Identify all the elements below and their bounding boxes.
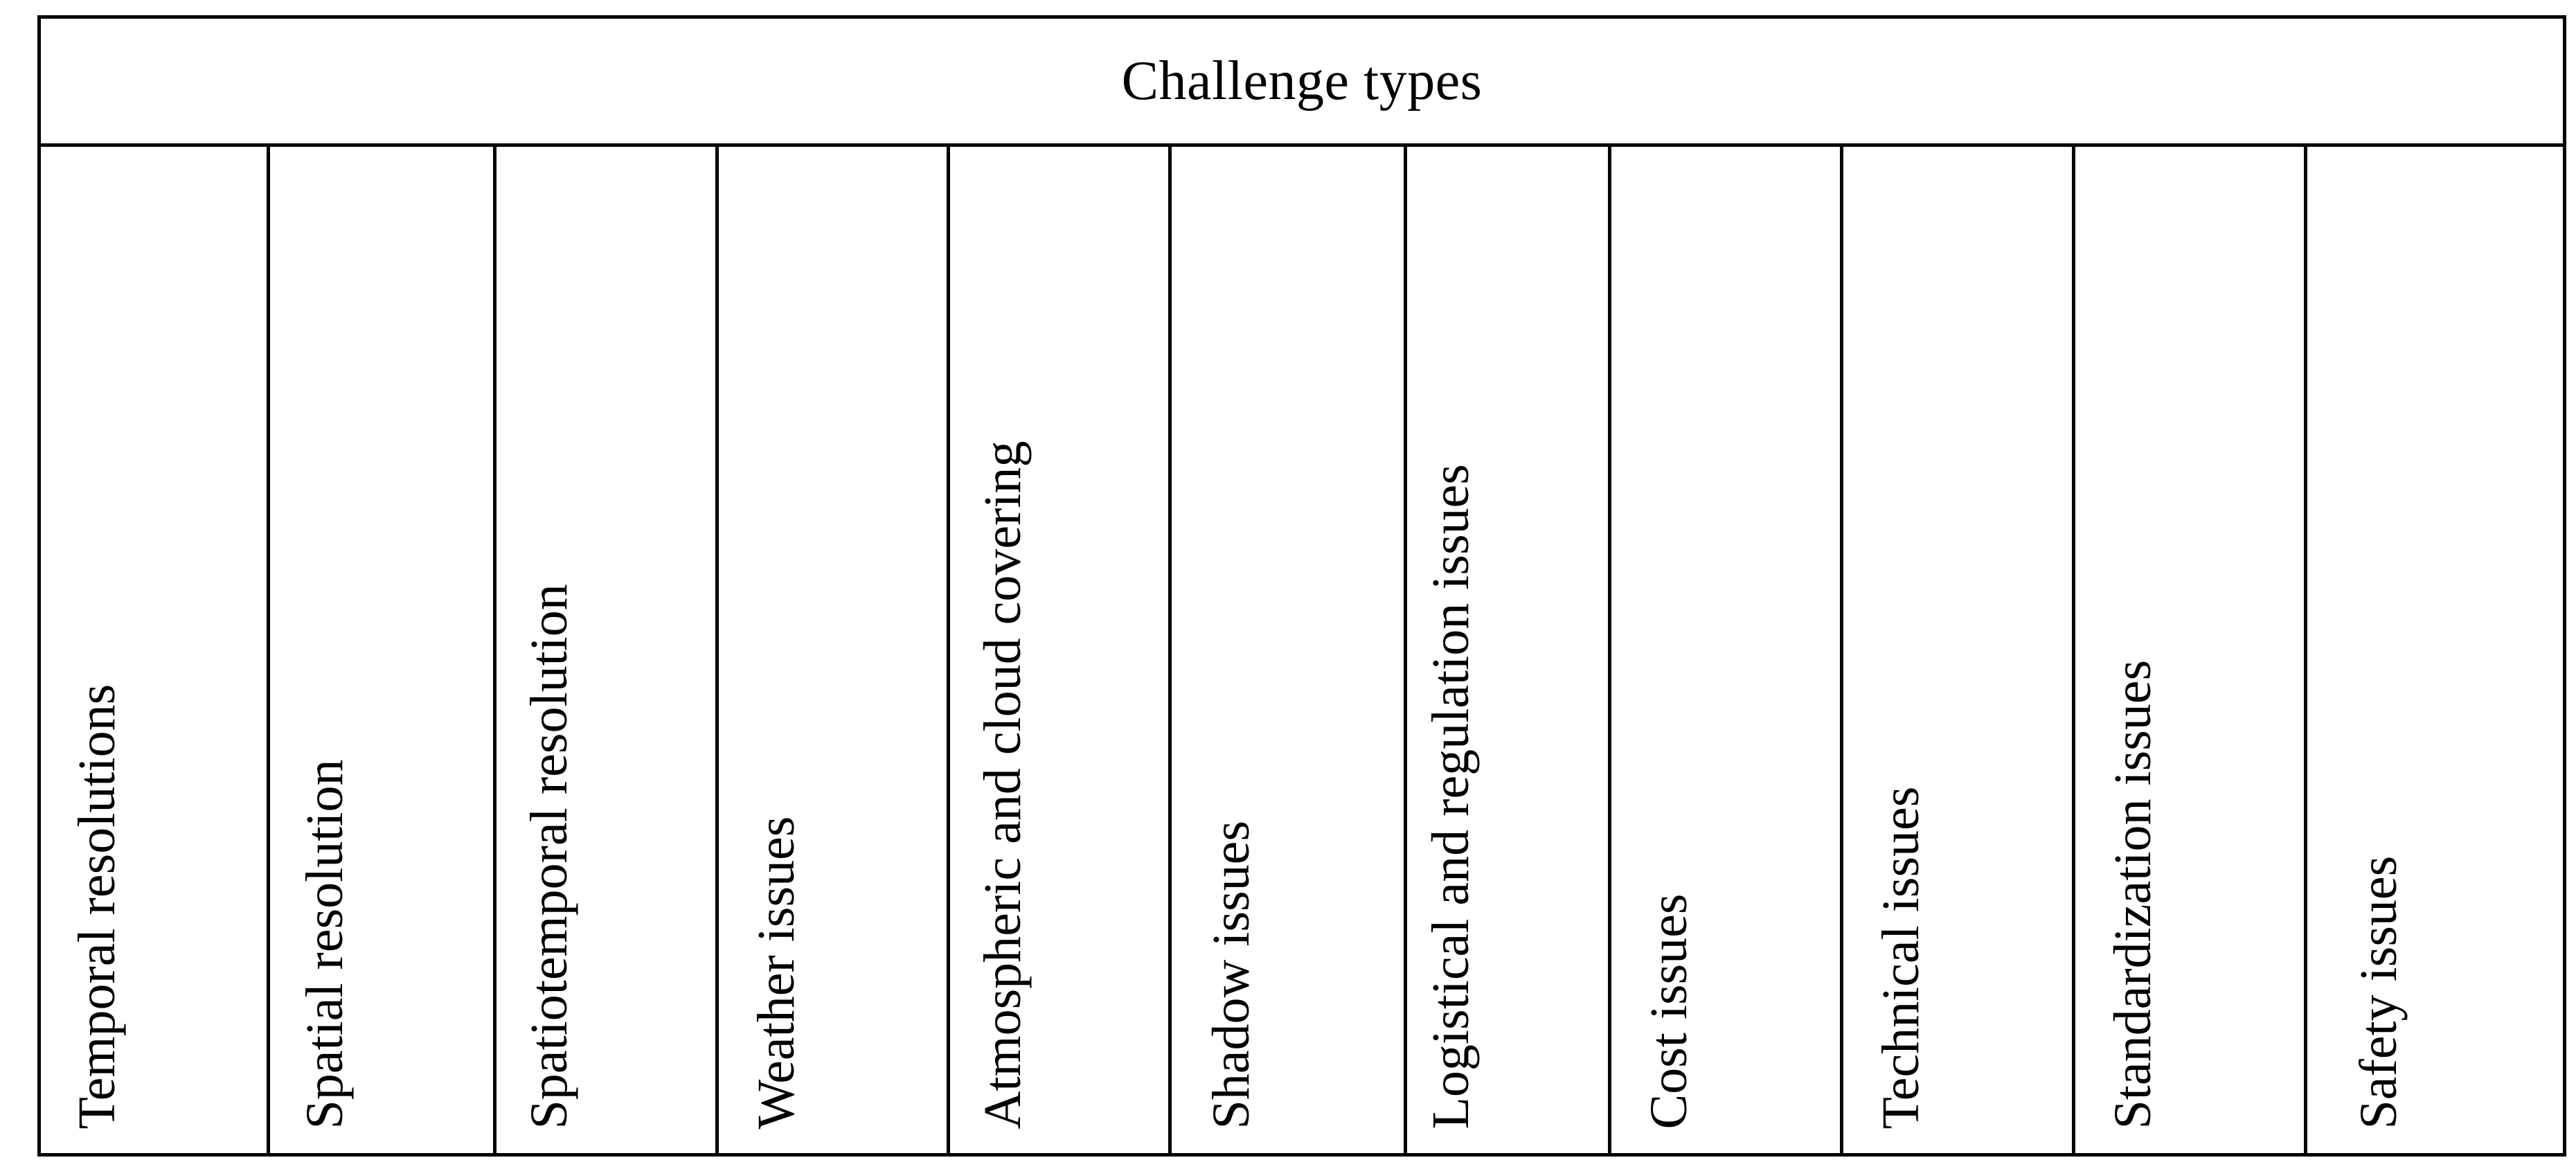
column-label-spatial-resolution: Spatial resolution xyxy=(295,759,354,1130)
vertical-label-box: Shadow issues xyxy=(1172,147,1404,1153)
table-column-temporal-resolutions: Temporal resolutions xyxy=(41,147,267,1153)
vertical-label-box: Technical issues xyxy=(1843,147,2072,1153)
table-column-safety-issues: Safety issues xyxy=(2304,147,2563,1153)
vertical-label-box: Weather issues xyxy=(719,147,947,1153)
table-column-technical-issues: Technical issues xyxy=(1840,147,2072,1153)
table-column-standardization-issues: Standardization issues xyxy=(2072,147,2304,1153)
column-label-cost-issues: Cost issues xyxy=(1639,894,1698,1130)
vertical-label-box: Temporal resolutions xyxy=(41,147,267,1153)
vertical-label-box: Spatiotemporal resolution xyxy=(497,147,715,1153)
column-label-safety-issues: Safety issues xyxy=(2349,856,2408,1130)
column-label-temporal-resolutions: Temporal resolutions xyxy=(67,684,126,1130)
table-column-logistical-and-regulation-issues: Logistical and regulation issues xyxy=(1404,147,1608,1153)
column-label-technical-issues: Technical issues xyxy=(1871,787,1930,1130)
table-header-title: Challenge types xyxy=(1121,51,1483,111)
column-label-weather-issues: Weather issues xyxy=(746,816,805,1130)
table-column-spatiotemporal-resolution: Spatiotemporal resolution xyxy=(493,147,715,1153)
column-label-standardization-issues: Standardization issues xyxy=(2103,660,2162,1130)
vertical-label-box: Standardization issues xyxy=(2075,147,2304,1153)
table-header-row: Challenge types xyxy=(41,19,2563,147)
vertical-label-box: Spatial resolution xyxy=(270,147,493,1153)
table-column-cost-issues: Cost issues xyxy=(1608,147,1840,1153)
challenge-types-table: Challenge types Temporal resolutions Spa… xyxy=(37,15,2566,1157)
vertical-label-box: Cost issues xyxy=(1611,147,1840,1153)
table-column-shadow-issues: Shadow issues xyxy=(1168,147,1404,1153)
column-label-logistical-and-regulation-issues: Logistical and regulation issues xyxy=(1421,464,1480,1130)
column-label-spatiotemporal-resolution: Spatiotemporal resolution xyxy=(519,584,578,1130)
vertical-label-box: Atmospheric and cloud covering xyxy=(950,147,1168,1153)
table-column-row: Temporal resolutions Spatial resolution … xyxy=(41,147,2563,1153)
table-column-spatial-resolution: Spatial resolution xyxy=(267,147,493,1153)
table-column-atmospheric-and-cloud-covering: Atmospheric and cloud covering xyxy=(947,147,1168,1153)
vertical-label-box: Logistical and regulation issues xyxy=(1407,147,1608,1153)
vertical-label-box: Safety issues xyxy=(2307,147,2563,1153)
table-column-weather-issues: Weather issues xyxy=(715,147,947,1153)
column-label-atmospheric-and-cloud-covering: Atmospheric and cloud covering xyxy=(973,440,1032,1130)
column-label-shadow-issues: Shadow issues xyxy=(1201,821,1260,1130)
